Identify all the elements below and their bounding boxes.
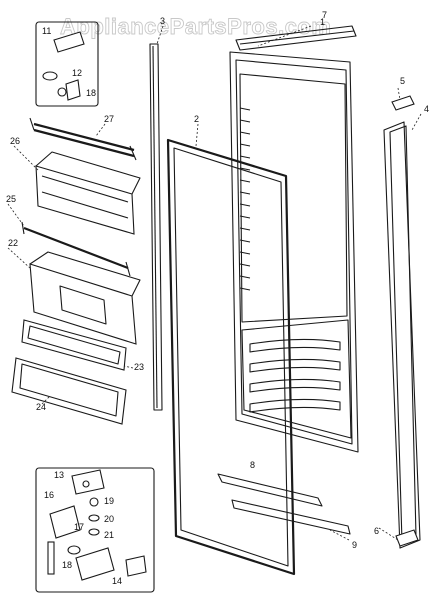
door-handle-trim-icon[interactable] [383, 121, 421, 549]
callout-9: 9 [352, 540, 357, 550]
callout-21: 22 [8, 238, 18, 248]
handle-cap-top-icon[interactable] [391, 95, 415, 111]
handle-cap-bottom-icon[interactable] [395, 529, 419, 547]
callout-25: 26 [10, 136, 20, 146]
callout-18-top: 18 [86, 88, 96, 98]
callout-18-bottom: 19 [104, 496, 114, 506]
door-shelf-icon[interactable] [35, 151, 141, 235]
screw-icon[interactable] [57, 79, 81, 101]
door-emboss-panels [249, 338, 341, 413]
callout-1: 1 [320, 17, 325, 27]
bottom-hinge-inset [35, 467, 155, 593]
callout-4: 4 [424, 104, 429, 114]
bottom-trim-strip-icon[interactable] [217, 473, 323, 507]
callout-5: 5 [400, 76, 405, 86]
cam-icon[interactable] [125, 555, 147, 577]
screw-icon[interactable] [89, 497, 99, 507]
callout-22: 23 [134, 362, 144, 372]
bin-icon[interactable] [29, 251, 141, 345]
callout-7: 7 [322, 10, 327, 20]
bin-trim-icon[interactable] [11, 357, 127, 425]
door-trim-icon[interactable] [149, 43, 163, 411]
shelf-rib-column [239, 107, 251, 291]
hinge-plate-icon[interactable] [49, 505, 81, 539]
hinge-pin-icon[interactable] [47, 541, 55, 575]
bin-front-icon[interactable] [21, 319, 127, 371]
callout-24: 25 [6, 194, 16, 204]
callout-12: 12 [72, 68, 82, 78]
callout-26: 27 [104, 114, 114, 124]
washer-icon[interactable] [42, 71, 58, 81]
hinge-bracket-icon[interactable] [75, 547, 115, 581]
callout-3: 3 [160, 16, 165, 26]
callout-11: 11 [42, 26, 51, 36]
door-panel-icon[interactable] [229, 51, 359, 453]
hinge-top-icon[interactable] [53, 31, 85, 53]
callout-15: 16 [44, 490, 54, 500]
callout-17: 18 [62, 560, 72, 570]
door-gasket-icon[interactable] [166, 138, 296, 576]
callout-labels: 1 2 4 3 5 6 9 11 12 18 27 26 25 22 23 24… [6, 10, 429, 586]
callout-16: 17 [74, 522, 84, 532]
hinge-bottom-icon[interactable] [71, 469, 105, 495]
callout-23: 24 [36, 402, 46, 412]
watermark-text: AppliancePartsPros.com [60, 14, 331, 39]
callout-13: 13 [54, 470, 64, 480]
shelf-rail-icon[interactable] [29, 117, 137, 161]
callout-2: 2 [194, 114, 199, 124]
top-hinge-inset [35, 21, 99, 107]
callout-19: 20 [104, 514, 114, 524]
washer-icon[interactable] [88, 528, 100, 536]
top-trim-strip-icon[interactable] [235, 25, 357, 51]
callout-6: 6 [374, 526, 379, 536]
callout-20: 21 [104, 530, 114, 540]
bushing-icon[interactable] [67, 545, 81, 555]
callout-8: 8 [250, 460, 255, 470]
spacer-icon[interactable] [88, 514, 100, 522]
lower-trim-strip-icon[interactable] [231, 499, 351, 535]
callout-14: 14 [112, 576, 122, 586]
leader-lines [7, 25, 422, 541]
